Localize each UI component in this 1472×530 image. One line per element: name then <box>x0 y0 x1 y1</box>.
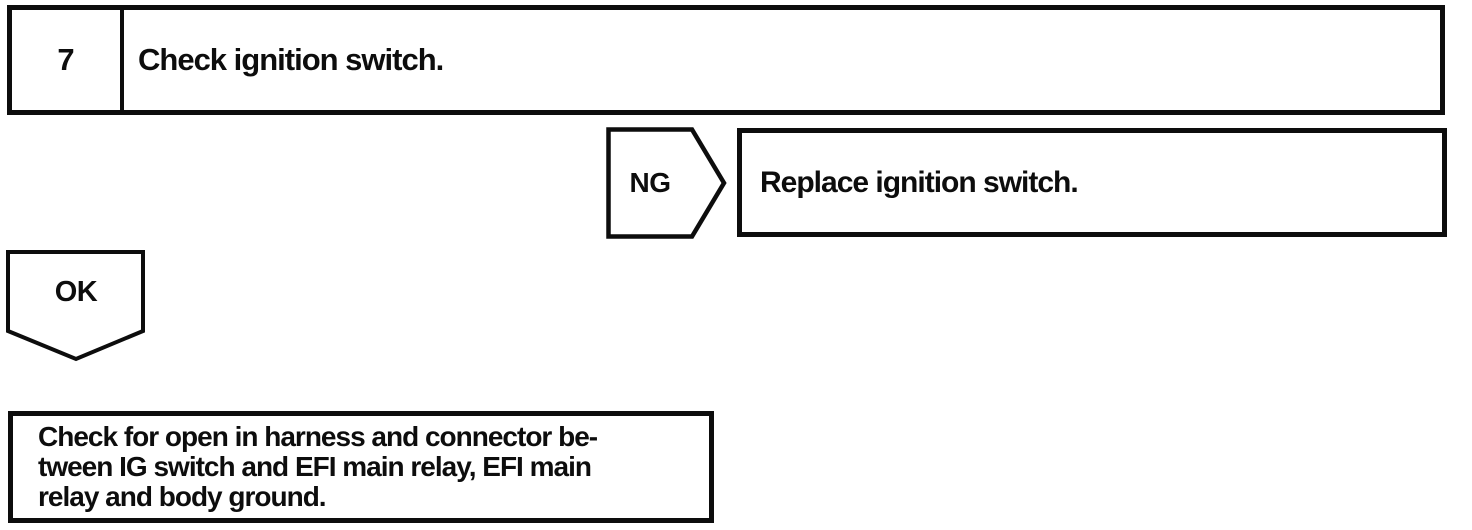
ng-action-box: Replace ignition switch. <box>737 128 1447 237</box>
result-text-line: relay and body ground. <box>38 481 327 512</box>
result-text-line: tween IG switch and EFI main relay, EFI … <box>38 451 592 482</box>
step-box: 7 Check ignition switch. <box>7 5 1445 115</box>
ng-pentagon-right-icon <box>606 127 727 239</box>
result-box: Check for open in harness and connector … <box>8 411 714 523</box>
ng-label: NG <box>629 166 672 198</box>
result-text-line: Check for open in harness and connector … <box>38 421 598 452</box>
ok-label: OK <box>54 275 98 308</box>
ok-pentagon-down-icon <box>6 250 145 362</box>
ng-connector: NG <box>606 127 727 239</box>
step-number: 7 <box>12 10 124 110</box>
ok-connector: OK <box>6 250 146 362</box>
step-instruction: Check ignition switch. <box>138 42 444 77</box>
